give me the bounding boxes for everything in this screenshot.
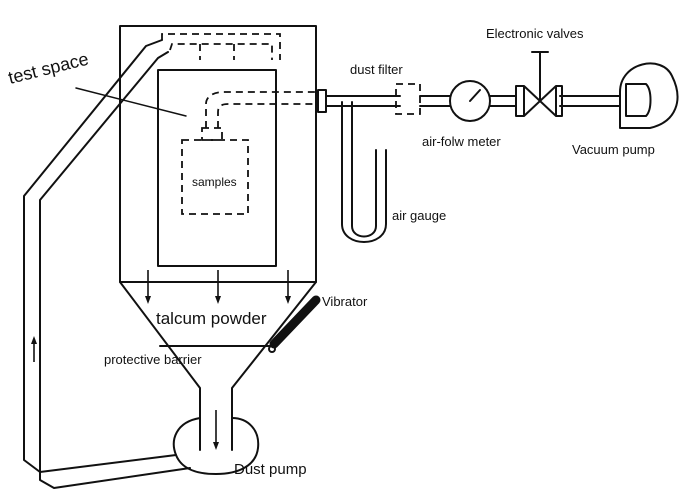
air-flow-meter: [449, 80, 491, 122]
electronic-valve: [515, 85, 563, 117]
vacuum-pump-body: [619, 62, 679, 129]
dust-filter: [395, 83, 421, 115]
label-test-space: test space: [6, 49, 90, 88]
label-dust-filter: dust filter: [350, 62, 403, 77]
return-pipe-outer: [23, 39, 177, 473]
test-space-box: [157, 69, 277, 267]
return-pipe-inner: [39, 51, 191, 489]
label-air-flow-meter: air-folw meter: [422, 134, 501, 149]
wall-flange: [317, 89, 327, 113]
vibrator-body: [269, 295, 321, 349]
label-electronic-valves: Electronic valves: [486, 26, 584, 41]
air-gauge-u-tube: [341, 101, 387, 243]
label-dust-pump: Dust pump: [234, 461, 307, 478]
label-protective-barrier: protective barrier: [104, 352, 202, 367]
test-space-leader: [75, 87, 187, 117]
meter-needle: [469, 89, 481, 102]
intake-duct-outer: [161, 33, 281, 60]
label-vibrator: Vibrator: [322, 294, 368, 309]
vibrator-pivot: [268, 345, 276, 353]
suction-pipe: [205, 91, 318, 128]
intake-duct-inner: [169, 43, 273, 60]
samples-box: [181, 139, 249, 215]
hopper-funnel: [119, 281, 317, 393]
hopper-neck: [199, 391, 233, 451]
sample-holder: [201, 127, 223, 141]
vacuum-pump-nozzle: [625, 83, 652, 117]
label-talcum-powder: talcum powder: [156, 309, 267, 328]
label-samples: samples: [192, 175, 237, 189]
label-air-gauge: air gauge: [392, 208, 446, 223]
dust-pump-housing: [172, 417, 260, 475]
label-vacuum-pump: Vacuum pump: [572, 142, 655, 157]
chamber-outer-wall: [119, 25, 317, 283]
